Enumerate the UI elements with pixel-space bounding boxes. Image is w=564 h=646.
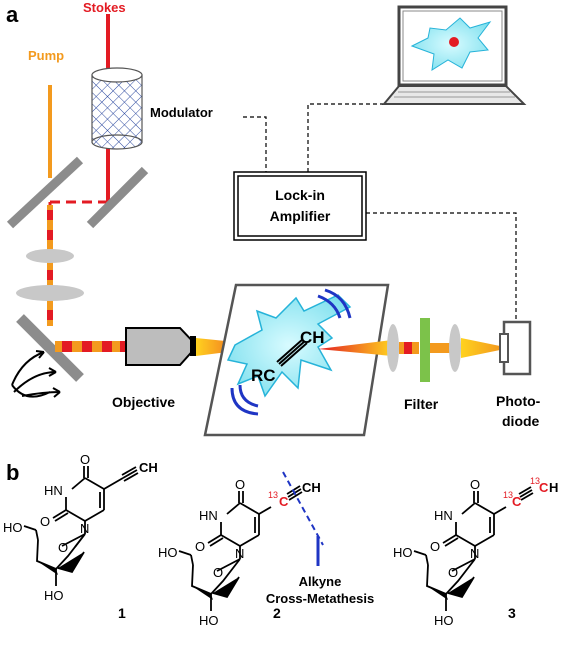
sample-ch-label: CH [300,328,325,347]
c3-nh: HN [434,508,453,523]
photodiode [499,320,532,376]
c1-carbonyl-o2: O [40,514,50,529]
c3-carbonyl-o2: O [430,539,440,554]
c3-carbonyl-o: O [470,477,480,492]
filter [420,318,430,382]
objective-label: Objective [112,394,175,410]
c2-ho-5p: HO [158,545,178,560]
pump-label: Pump [28,48,64,63]
metathesis-cut-line [282,471,324,546]
c1-ring-o: O [58,540,68,555]
c2-nh: HN [199,508,218,523]
lens-upper [26,249,74,263]
panel-a-label: a [6,2,19,27]
laptop [381,5,527,105]
combined-beam-horizontal-stripes [62,341,128,352]
compound-2: O HN N O 13 C CH O HO HO 2 Alkyne Cross-… [158,471,374,628]
c1-ho-5p: HO [3,520,23,535]
c3-ring-o: O [448,565,458,580]
c2-ho-3p: HO [199,613,219,628]
c3-ho-5p: HO [393,545,413,560]
focusing-lens [449,324,461,372]
cell [226,294,352,398]
lockin-label-line1: Lock-in [275,187,325,203]
focus-cone-out [318,340,392,356]
c3-n: N [470,546,479,561]
c2-carbonyl-o: O [235,477,245,492]
c1-nh: HN [44,483,63,498]
c1-carbonyl-o: O [80,452,90,467]
c1-n: N [80,521,89,536]
c3-hydrogen: H [549,480,558,495]
c3-ho-3p: HO [434,613,454,628]
c2-labeled-carbon: C [279,494,289,509]
compound-1: O HN N O CH O HO HO 1 [3,452,158,621]
compound-1-number: 1 [118,605,126,621]
stokes-label: Stokes [83,0,126,15]
c3-labeled-carbon-2: C [539,480,549,495]
mirror-pump [6,156,84,229]
scanning-mirror [16,314,84,382]
panel-b-label: b [6,460,19,485]
c3-labeled-carbon-1: C [512,494,522,509]
annotation-line2: Cross-Metathesis [266,591,374,606]
c3-isotope-mass-2: 13 [530,476,540,486]
beam-after-filter [430,343,452,353]
lens-lower [16,285,84,301]
collection-lens [387,324,399,372]
c2-ring-o: O [213,565,223,580]
compound-2-number: 2 [273,605,281,621]
c1-ch: CH [139,460,158,475]
c2-carbonyl-o2: O [195,539,205,554]
dichroic-mirror [86,166,149,229]
sample-rc-label: RC [251,366,276,385]
lockin-label-line2: Amplifier [270,208,331,224]
vibration-arcs [230,288,352,416]
scan-arrows [11,350,61,398]
c1-ho-3p: HO [44,588,64,603]
compound-3-number: 3 [508,605,516,621]
photodiode-label-line1: Photo- [496,393,541,409]
signal-lines [243,103,517,322]
c2-isotope-mass: 13 [268,490,278,500]
modulator-label: Modulator [150,105,213,120]
c2-n: N [235,546,244,561]
filter-label: Filter [404,396,439,412]
c2-ch: CH [302,480,321,495]
photodiode-label-line2: diode [502,413,540,429]
objective [125,327,199,366]
annotation-line1: Alkyne [299,574,342,589]
compound-3: O HN N O 13 C 13 C H O HO HO 3 [393,476,558,628]
c3-isotope-mass-1: 13 [503,490,513,500]
alkyne-bond [276,338,308,367]
modulator [91,67,143,150]
lockin-amplifier [233,171,367,241]
focus-to-photodiode [461,338,500,358]
